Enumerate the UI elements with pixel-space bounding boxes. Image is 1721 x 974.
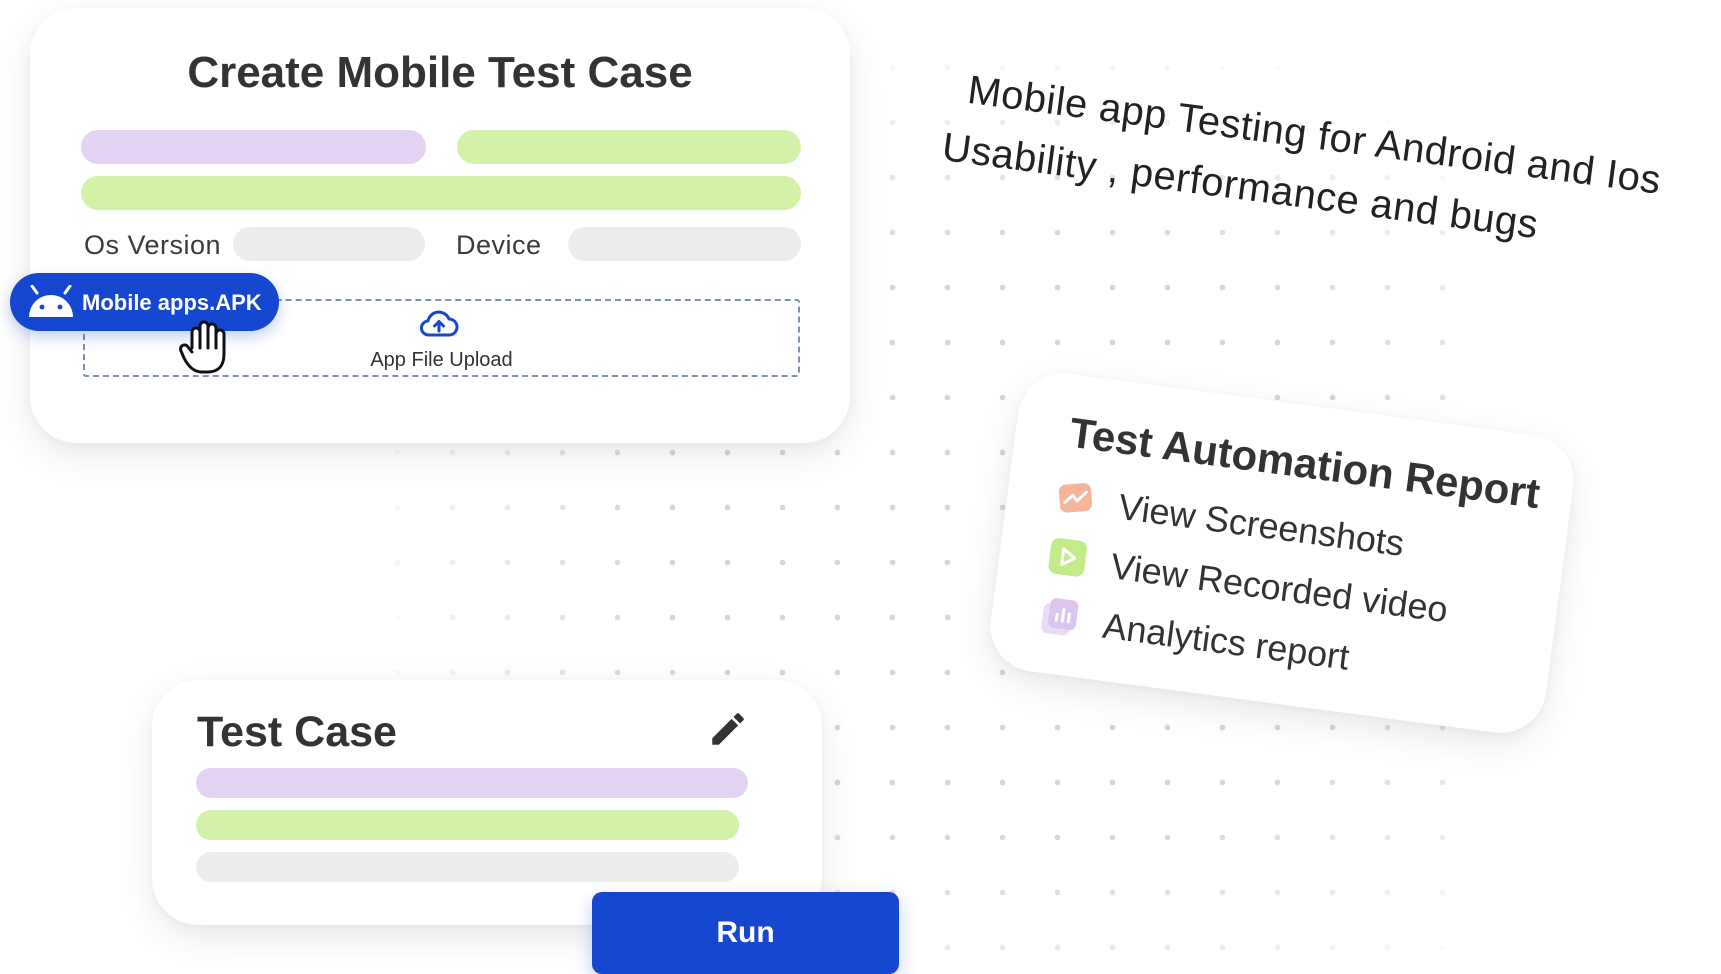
screenshot-icon xyxy=(1058,483,1093,513)
app-file-upload-dropzone[interactable]: App File Upload xyxy=(83,299,800,377)
run-button[interactable]: Run xyxy=(592,892,899,974)
test-step-field[interactable] xyxy=(196,852,739,882)
create-test-case-card: Create Mobile Test Case Os Version Devic… xyxy=(30,8,850,443)
video-icon xyxy=(1048,538,1087,577)
apk-label: Mobile apps.APK xyxy=(82,290,262,315)
device-label: Device xyxy=(456,230,542,260)
report-item-label: Analytics report xyxy=(1100,604,1352,678)
test-automation-report-card: Test Automation Report View Screenshots … xyxy=(984,368,1580,739)
name-field[interactable] xyxy=(81,130,426,164)
type-field[interactable] xyxy=(457,130,801,164)
test-case-title: Test Case xyxy=(197,708,397,756)
test-case-card: Test Case xyxy=(152,680,822,925)
report-item-recorded-video[interactable]: View Recorded video xyxy=(1044,533,1450,630)
mobile-apk-pill[interactable]: Mobile apps.APK xyxy=(10,273,279,331)
analytics-icon xyxy=(1041,598,1079,636)
pencil-icon[interactable] xyxy=(707,708,749,750)
report-item-analytics[interactable]: Analytics report xyxy=(1036,592,1352,678)
report-item-screenshots[interactable]: View Screenshots xyxy=(1052,473,1407,564)
os-version-select[interactable] xyxy=(233,227,425,261)
hand-cursor-icon xyxy=(179,320,226,374)
description-field[interactable] xyxy=(81,176,801,210)
android-icon xyxy=(29,285,73,317)
create-test-case-title: Create Mobile Test Case xyxy=(187,48,693,97)
device-select[interactable] xyxy=(568,227,801,261)
cloud-upload-icon xyxy=(420,310,459,337)
upload-label: App File Upload xyxy=(370,349,513,371)
test-step-field[interactable] xyxy=(196,810,739,840)
test-step-field[interactable] xyxy=(196,768,748,798)
os-version-label: Os Version xyxy=(84,230,222,260)
